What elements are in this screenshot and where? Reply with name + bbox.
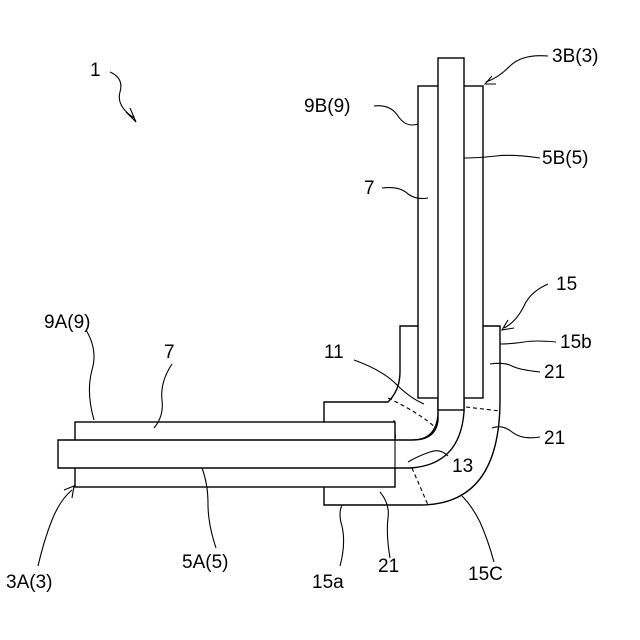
arrowhead-1 xyxy=(126,108,136,122)
label-15a: 15a xyxy=(312,572,344,593)
label-21-right-upper: 21 xyxy=(544,362,565,383)
leader-1 xyxy=(110,72,134,118)
label-7-lower: 7 xyxy=(164,342,175,363)
label-21-right-lower: 21 xyxy=(544,428,565,449)
label-5b: 5B(5) xyxy=(542,148,588,169)
label-15b: 15b xyxy=(560,332,592,353)
label-15: 15 xyxy=(556,274,577,295)
label-3a: 3A(3) xyxy=(6,572,52,593)
label-3b: 3B(3) xyxy=(552,46,598,67)
leader-7-lower xyxy=(154,364,172,428)
label-11: 11 xyxy=(324,342,344,363)
leader-21-right-lower xyxy=(492,427,540,438)
leader-15b xyxy=(500,341,556,344)
core-5b xyxy=(438,58,464,410)
leader-3b xyxy=(486,56,548,82)
label-13: 13 xyxy=(452,456,473,477)
leader-9b xyxy=(374,106,418,125)
label-9b: 9B(9) xyxy=(304,96,350,117)
label-7-upper: 7 xyxy=(364,178,375,199)
label-1: 1 xyxy=(90,60,101,81)
leader-15a xyxy=(340,505,344,566)
leader-15c xyxy=(462,496,494,562)
label-5a: 5A(5) xyxy=(182,552,228,573)
label-21-bottom: 21 xyxy=(378,556,399,577)
leader-9a xyxy=(86,330,94,420)
leader-3a xyxy=(38,490,72,566)
leader-15 xyxy=(504,284,548,328)
label-9a: 9A(9) xyxy=(44,312,90,333)
label-15c: 15C xyxy=(468,564,503,585)
